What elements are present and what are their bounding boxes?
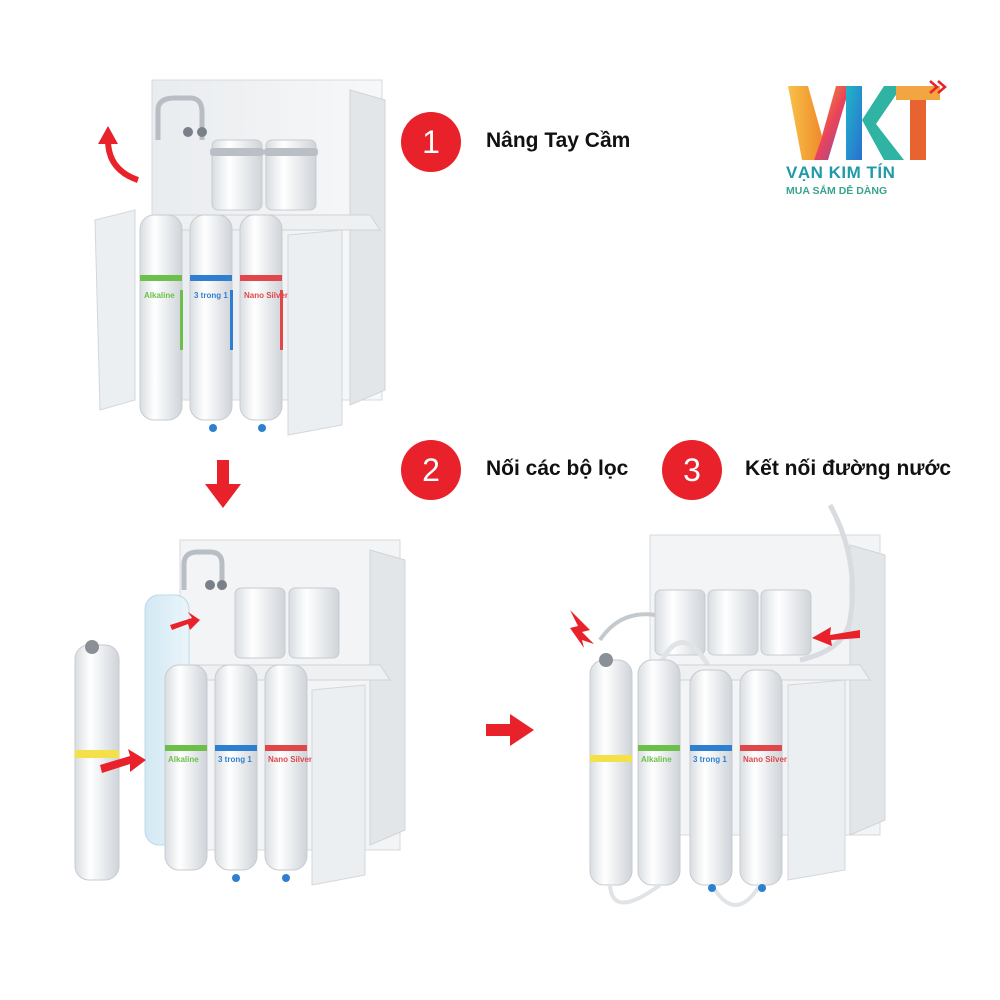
cartridge-loose bbox=[74, 640, 120, 881]
cartridge-three-in-one: 3 trong 1 bbox=[189, 214, 233, 421]
step-1-badge: 1 bbox=[401, 112, 461, 172]
cartridge-three-in-one-2: 3 trong 1 bbox=[214, 664, 258, 871]
filter-unit-step-3: Alkaline 3 trong 1 Nano Silver bbox=[570, 503, 886, 907]
filter-unit-step-2: Alkaline 3 trong 1 Nano Silver bbox=[74, 539, 406, 886]
cartridge-three-in-one-3: 3 trong 1 bbox=[689, 669, 733, 886]
cartridge-label-alkaline: Alkaline bbox=[144, 291, 175, 300]
cartridge-alkaline: Alkaline bbox=[139, 214, 183, 421]
cartridge-label-nano-silver-2: Nano Silver bbox=[268, 755, 312, 764]
cartridge-label-nano-silver-3: Nano Silver bbox=[743, 755, 787, 764]
step-2-number: 2 bbox=[422, 451, 440, 488]
cartridge-label-alkaline-2: Alkaline bbox=[168, 755, 199, 764]
step-3-label: Kết nối đường nước bbox=[745, 457, 952, 480]
step-1-label: Nâng Tay Cầm bbox=[486, 129, 631, 152]
brand-tagline: MUA SẮM DỄ DÀNG bbox=[786, 185, 888, 197]
cartridge-alkaline-2: Alkaline bbox=[164, 664, 208, 871]
cartridge-label-three-in-one-2: 3 trong 1 bbox=[218, 755, 252, 764]
step-3-badge: 3 bbox=[662, 440, 722, 500]
step-2-badge: 2 bbox=[401, 440, 461, 500]
cartridge-label-three-in-one: 3 trong 1 bbox=[194, 291, 228, 300]
arrow-down-icon bbox=[205, 460, 241, 508]
cartridge-label-three-in-one-3: 3 trong 1 bbox=[693, 755, 727, 764]
filter-unit-step-1: Alkaline 3 trong 1 Nano Silver bbox=[94, 79, 386, 436]
step-2-label: Nối các bộ lọc bbox=[486, 457, 629, 480]
cartridge-nano-silver: Nano Silver bbox=[239, 214, 288, 421]
cartridge-nano-silver-3: Nano Silver bbox=[739, 669, 787, 886]
arrow-right-icon bbox=[486, 714, 534, 746]
step-1-number: 1 bbox=[422, 123, 440, 160]
cartridge-alkaline-3: Alkaline bbox=[637, 659, 681, 886]
cartridge-yellow-3 bbox=[589, 653, 633, 886]
step-3-number: 3 bbox=[683, 451, 701, 488]
brand-logo bbox=[780, 78, 950, 208]
cartridge-label-nano-silver: Nano Silver bbox=[244, 291, 288, 300]
cartridge-nano-silver-2: Nano Silver bbox=[264, 664, 312, 871]
cartridge-label-alkaline-3: Alkaline bbox=[641, 755, 672, 764]
brand-name: VẠN KIM TÍN bbox=[786, 163, 896, 182]
vkt-logo-mark bbox=[788, 80, 947, 160]
